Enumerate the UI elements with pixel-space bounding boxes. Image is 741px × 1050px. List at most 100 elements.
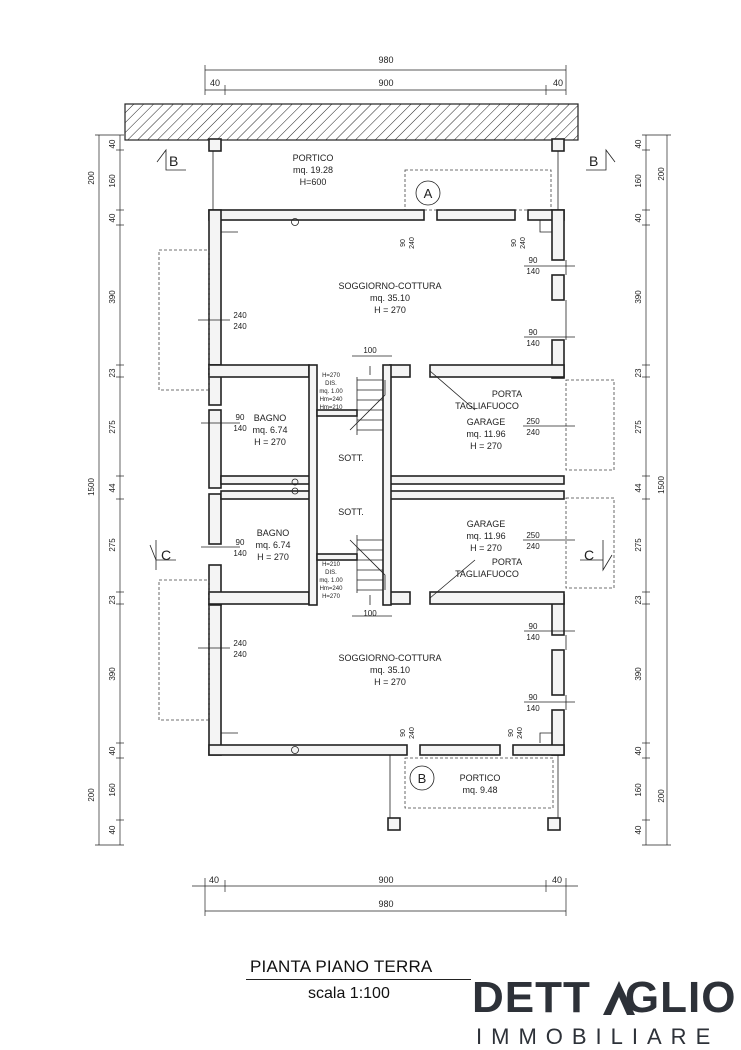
dim-left-seg: 40 xyxy=(108,825,117,834)
stair-note: mq. 1.00 xyxy=(319,578,343,584)
portico-top-height: H=600 xyxy=(300,177,327,187)
opening-240: 240 xyxy=(526,428,540,437)
portico-top-name: PORTICO xyxy=(293,153,334,163)
room-garage-top: PORTA TAGLIAFUOCO GARAGE mq. 11.96 H = 2… xyxy=(429,370,575,451)
bottom-dimensions: 40 900 40 980 xyxy=(192,875,578,916)
logo-subtitle: IMMOBILIARE xyxy=(476,1024,720,1049)
dim-right-seg: 40 xyxy=(634,213,643,222)
opening-240: 240 xyxy=(517,727,524,739)
dim-left-seg: 275 xyxy=(108,420,117,434)
stair-note: DIS. xyxy=(325,570,337,576)
dim-left-seg: 390 xyxy=(108,290,117,304)
opening-240: 240 xyxy=(233,311,247,320)
bagno-top-name: BAGNO xyxy=(254,413,287,423)
dim-bottom-overall: 980 xyxy=(378,899,393,909)
stair-note: Hm=240 xyxy=(320,586,344,592)
opening-240: 240 xyxy=(233,639,247,648)
garage-top-name: GARAGE xyxy=(467,417,506,427)
opening-90: 90 xyxy=(529,256,538,265)
dim-bottom-middle: 900 xyxy=(378,875,393,885)
bagno-bottom-name: BAGNO xyxy=(257,528,290,538)
porta-bottom-line2: TAGLIAFUOCO xyxy=(455,569,519,579)
room-soggiorno-top: SOGGIORNO-COTTURA mq. 35.10 H = 270 xyxy=(339,281,442,315)
opening-90: 90 xyxy=(236,413,245,422)
dim-right-group-bottom: 200 xyxy=(657,789,666,803)
soggiorno-top-height: H = 270 xyxy=(374,305,406,315)
bagno-top-height: H = 270 xyxy=(254,437,286,447)
dim-left-group-bottom: 200 xyxy=(87,788,96,802)
opening-90: 90 xyxy=(236,538,245,547)
opening-90: 90 xyxy=(400,729,407,737)
dim-left-seg: 275 xyxy=(108,538,117,552)
roof-slab xyxy=(124,103,579,141)
right-dimensions: 40 160 40 390 23 275 44 275 23 390 40 16… xyxy=(634,134,671,846)
dim-right-seg: 160 xyxy=(634,783,643,797)
section-mark-b-top: B B xyxy=(156,148,616,171)
logo-triangle-icon xyxy=(603,981,635,1015)
garage-top-area: mq. 11.96 xyxy=(466,429,505,439)
building-walls xyxy=(208,209,567,756)
column xyxy=(208,138,222,152)
logo-wordmark-b: GLIO xyxy=(624,973,737,1022)
bagno-bottom-height: H = 270 xyxy=(257,552,289,562)
sott-top-label: SOTT. xyxy=(338,453,364,463)
dim-left-seg: 390 xyxy=(108,667,117,681)
soggiorno-bottom-name: SOGGIORNO-COTTURA xyxy=(339,653,442,663)
dim-right-seg: 40 xyxy=(634,746,643,755)
section-b-right-label: B xyxy=(589,153,598,169)
dim-top-middle: 900 xyxy=(378,78,393,88)
opening-240: 240 xyxy=(526,542,540,551)
opening-90: 90 xyxy=(508,729,515,737)
opening-90: 90 xyxy=(529,693,538,702)
dim-left-overall: 1500 xyxy=(87,478,96,496)
opening-90: 90 xyxy=(529,622,538,631)
opening-140: 140 xyxy=(233,424,247,433)
dim-right-seg: 40 xyxy=(634,825,643,834)
stair-note: H=210 xyxy=(322,562,341,568)
dim-right-seg: 390 xyxy=(634,667,643,681)
left-dimensions: 40 160 40 390 23 275 44 275 23 390 40 16… xyxy=(87,134,124,846)
top-dimensions: 980 40 900 40 xyxy=(204,55,567,95)
stair-bottom: SOTT. H=210 DIS. mq. 1.00 Hm=240 H=270 1… xyxy=(316,507,392,618)
opening-140: 140 xyxy=(526,339,540,348)
dim-right-seg: 275 xyxy=(634,420,643,434)
portico-bottom-area: mq. 9.48 xyxy=(462,785,497,795)
dim-left-seg: 44 xyxy=(108,483,117,492)
dim-left-seg: 23 xyxy=(108,368,117,377)
drawing-scale: scala 1:100 xyxy=(308,985,390,1002)
dim-right-seg: 23 xyxy=(634,368,643,377)
dim-left-seg: 160 xyxy=(108,174,117,188)
opening-240: 240 xyxy=(233,322,247,331)
garage-top-height: H = 270 xyxy=(470,441,502,451)
stair-width-top: 100 xyxy=(363,346,377,355)
room-garage-bottom: GARAGE mq. 11.96 H = 270 PORTA TAGLIAFUO… xyxy=(429,519,575,599)
opening-250: 250 xyxy=(526,531,540,540)
dim-left-group-top: 200 xyxy=(87,171,96,185)
garage-bottom-name: GARAGE xyxy=(467,519,506,529)
opening-140: 140 xyxy=(526,633,540,642)
section-c-left-label: C xyxy=(161,547,171,563)
opening-90: 90 xyxy=(511,239,518,247)
dim-right-seg: 23 xyxy=(634,595,643,604)
drawing-title: PIANTA PIANO TERRA xyxy=(250,957,433,976)
bagno-top-area: mq. 6.74 xyxy=(252,425,287,435)
stair-note: H=270 xyxy=(322,594,341,600)
dim-left-seg: 40 xyxy=(108,139,117,148)
dim-right-overall: 1500 xyxy=(657,476,666,494)
stair-top: 100 H=270 DIS. mq. 1.00 Hm=240 Hm=210 SO… xyxy=(316,346,392,463)
opening-240: 240 xyxy=(409,727,416,739)
section-c-right-label: C xyxy=(584,547,594,563)
stair-width-bottom: 100 xyxy=(363,609,377,618)
soggiorno-bottom-area: mq. 35.10 xyxy=(370,665,410,675)
dim-left-seg: 40 xyxy=(108,213,117,222)
garage-bottom-height: H = 270 xyxy=(470,543,502,553)
dim-right-seg: 275 xyxy=(634,538,643,552)
room-bagno-top: BAGNO mq. 6.74 H = 270 90 140 xyxy=(201,413,288,447)
porta-bottom-line1: PORTA xyxy=(492,557,522,567)
opening-240: 240 xyxy=(233,650,247,659)
porta-top-line1: PORTA xyxy=(492,389,522,399)
section-b-circle-label: B xyxy=(418,771,427,786)
